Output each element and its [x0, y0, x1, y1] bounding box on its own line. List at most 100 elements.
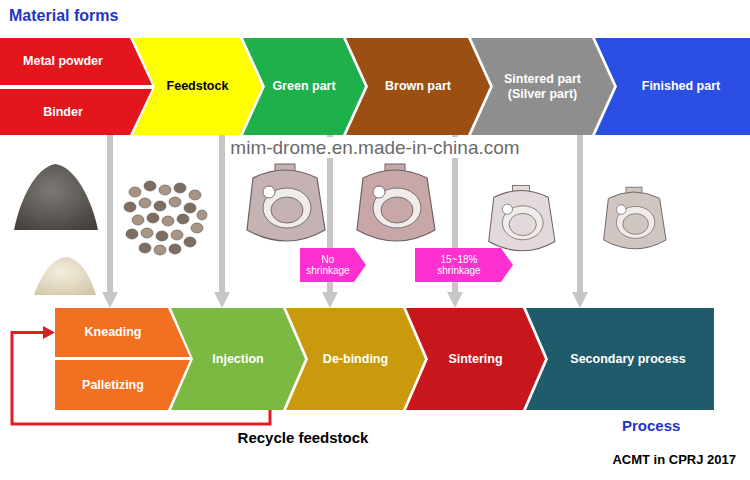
- pellet: [126, 229, 138, 239]
- text-area: Finished part: [617, 38, 745, 135]
- text-area: De-binding: [308, 308, 403, 410]
- node-text: Green part: [272, 79, 335, 93]
- process-chevron: Sintering: [406, 308, 545, 410]
- node-text: 15~18% shrinkage: [429, 254, 489, 277]
- shape-fill: [346, 38, 490, 135]
- shape-fill: [300, 248, 366, 282]
- text-area: No shrinkage: [303, 248, 353, 282]
- watermark: mim-drome.en.made-in-china.com: [227, 137, 522, 158]
- text-area: 15~18% shrinkage: [429, 248, 489, 282]
- source-caption: ACMT in CPRJ 2017: [612, 452, 736, 467]
- shrinkage-callout: No shrinkage: [300, 248, 366, 282]
- text-area: Binder: [4, 89, 122, 135]
- pellet: [189, 190, 201, 200]
- process-chevron: Injection: [171, 308, 305, 410]
- shape-fill: [406, 308, 545, 410]
- watermark-holder: mim-drome.en.made-in-china.com: [0, 137, 750, 159]
- node-text: Brown part: [385, 79, 451, 93]
- source-caption-holder: ACMT in CPRJ 2017: [612, 452, 736, 467]
- text-area: Green part: [265, 38, 343, 135]
- node-text: Binder: [43, 105, 83, 119]
- pellet: [169, 197, 181, 207]
- pellet: [124, 202, 136, 212]
- flow-arrow: [447, 135, 463, 308]
- binder-pile: [34, 257, 96, 295]
- node-text: Palletizing: [82, 378, 144, 392]
- pellet: [139, 243, 151, 253]
- pellet: [154, 245, 166, 255]
- pellet: [191, 223, 203, 233]
- shape-fill: [243, 38, 365, 135]
- node-text: Injection: [212, 352, 263, 366]
- diagram-title-holder: Material forms: [9, 7, 118, 25]
- process-chevron: Palletizing: [55, 360, 190, 410]
- pellet: [169, 244, 181, 254]
- material-chevron: Metal powder: [0, 38, 152, 85]
- edge-label: Recycle feedstock: [235, 429, 372, 446]
- pellet: [139, 198, 151, 208]
- text-area: Sintered part (Silver part): [493, 38, 592, 135]
- flow-arrow: [322, 135, 338, 308]
- shape-fill: [0, 89, 152, 135]
- arrow-shaft: [219, 135, 225, 293]
- node-text: Finished part: [642, 79, 720, 93]
- text-area: Palletizing: [59, 360, 167, 410]
- pellet: [154, 201, 166, 211]
- process-chevron: Secondary process: [526, 308, 714, 410]
- arrow-shaft: [107, 135, 113, 293]
- section-label: Process: [622, 417, 680, 434]
- flow-arrow: [102, 135, 118, 308]
- shape-fill: [55, 308, 190, 357]
- pellet: [174, 183, 186, 193]
- shape-fill: [0, 38, 152, 85]
- node-text: Secondary process: [570, 352, 685, 366]
- material-chevron: Brown part: [346, 38, 490, 135]
- sintered-part-picture: [489, 185, 555, 250]
- node-text: Sintered part (Silver part): [493, 72, 592, 101]
- pellet: [197, 210, 207, 220]
- shape-fill: [133, 38, 262, 135]
- pellet: [132, 215, 144, 225]
- edge-label-holder: Recycle feedstock: [183, 429, 423, 446]
- node-text: Kneading: [85, 325, 142, 339]
- shrinkage-callout: 15~18% shrinkage: [415, 248, 513, 282]
- arrow-head: [322, 292, 338, 308]
- arrow-shaft: [577, 135, 583, 293]
- feedstock-pellets: [124, 181, 207, 255]
- shape-fill: [471, 38, 614, 135]
- text-area: Secondary process: [548, 308, 708, 410]
- text-area: Injection: [193, 308, 283, 410]
- green-part-picture: [247, 164, 325, 241]
- shape-fill: [286, 308, 425, 410]
- finished-part-picture: [604, 187, 666, 249]
- pellet: [147, 213, 159, 223]
- pellet: [177, 214, 189, 224]
- node-text: No shrinkage: [303, 254, 353, 277]
- text-area: Sintering: [428, 308, 523, 410]
- text-area: Metal powder: [4, 38, 122, 85]
- arrow-head: [572, 292, 588, 308]
- material-chevron: Green part: [243, 38, 365, 135]
- pellet: [129, 187, 141, 197]
- material-chevron: Binder: [0, 89, 152, 135]
- node-text: Metal powder: [23, 54, 103, 68]
- section-label-holder: Process: [622, 417, 680, 434]
- pellet: [144, 181, 156, 191]
- text-area: Feedstock: [155, 38, 240, 135]
- flow-arrow: [572, 135, 588, 308]
- arrow-head: [214, 292, 230, 308]
- brown-part-picture: [357, 164, 435, 241]
- process-chevron: De-binding: [286, 308, 425, 410]
- pellet: [171, 230, 183, 240]
- text-area: Kneading: [59, 308, 167, 357]
- node-text: Feedstock: [167, 79, 229, 93]
- material-chevron: Finished part: [595, 38, 750, 135]
- node-text: De-binding: [323, 352, 388, 366]
- pellet: [162, 216, 174, 226]
- pellet: [159, 185, 171, 195]
- metal-powder-pile: [14, 164, 98, 230]
- material-chevron: Sintered part (Silver part): [471, 38, 614, 135]
- flow-arrow: [214, 135, 230, 308]
- arrow-head: [43, 326, 55, 339]
